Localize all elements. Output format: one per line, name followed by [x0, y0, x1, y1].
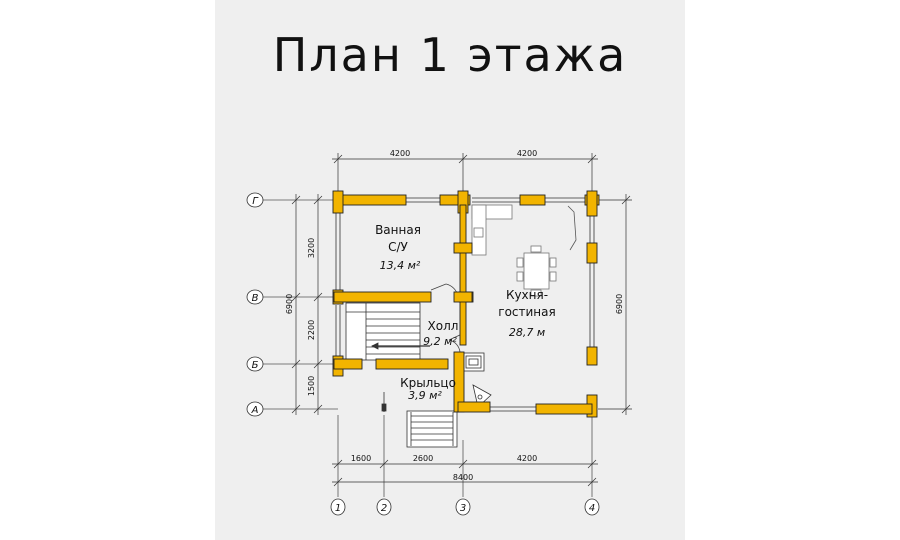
- axis-bubble-v: [246, 289, 264, 305]
- axis-label-2: 2: [381, 503, 387, 514]
- dim-bottom-1: 1600: [351, 454, 371, 463]
- dim-left-total: 6900: [285, 294, 294, 314]
- axis-label-b: Б: [252, 360, 259, 371]
- dim-top-2: 4200: [517, 149, 537, 158]
- bath-name: Ванная: [375, 223, 421, 237]
- porch-area: 3,9 м²: [408, 389, 442, 402]
- dim-top-1: 4200: [390, 149, 410, 158]
- dim-bottom-total: 8400: [453, 473, 473, 482]
- drawing-panel: [215, 0, 685, 540]
- porch-stairs: [381, 392, 458, 448]
- interior-stairs: [345, 302, 430, 361]
- axis-label-4: 4: [589, 503, 595, 514]
- axis-bubble-a: [246, 401, 264, 417]
- axis-label-a: А: [251, 405, 259, 416]
- tv-stand: [567, 205, 577, 251]
- walls: [332, 190, 600, 418]
- dim-bottom-3: 4200: [517, 454, 537, 463]
- axis-bubble-1: [330, 498, 346, 516]
- door-bath: [430, 283, 447, 291]
- axis-bubble-g: [246, 192, 264, 208]
- axis-label-1: 1: [335, 503, 341, 514]
- axis-bubble-3: [455, 498, 471, 516]
- dim-left-1: 3200: [307, 238, 316, 258]
- bath-name-2: С/У: [388, 240, 408, 254]
- kitchen-name-2: гостиная: [498, 305, 555, 319]
- dim-left-2: 2200: [307, 320, 316, 340]
- porch-name: Крыльцо: [400, 376, 456, 390]
- axis-bubble-2: [376, 498, 392, 516]
- stove: [462, 352, 492, 408]
- axis-label-g: Г: [252, 196, 259, 207]
- kitchen-area: 28,7 м: [509, 326, 545, 339]
- kitchen-name: Кухня-: [506, 288, 548, 302]
- bath-area: 13,4 м²: [380, 259, 421, 272]
- dim-right: 6900: [615, 294, 624, 314]
- axis-label-v: В: [252, 293, 259, 304]
- page-title: План 1 этажа: [272, 28, 628, 82]
- dining-table: [523, 252, 550, 290]
- hall-area: 9,2 м²: [423, 335, 457, 348]
- axis-bubble-b: [246, 356, 264, 372]
- axis-bubble-4: [584, 498, 600, 516]
- kitchen-furniture: [471, 204, 577, 297]
- dim-left-3: 1500: [307, 376, 316, 396]
- dim-bottom-2: 2600: [413, 454, 433, 463]
- axis-label-3: 3: [460, 503, 466, 514]
- hall-name: Холл: [428, 319, 459, 333]
